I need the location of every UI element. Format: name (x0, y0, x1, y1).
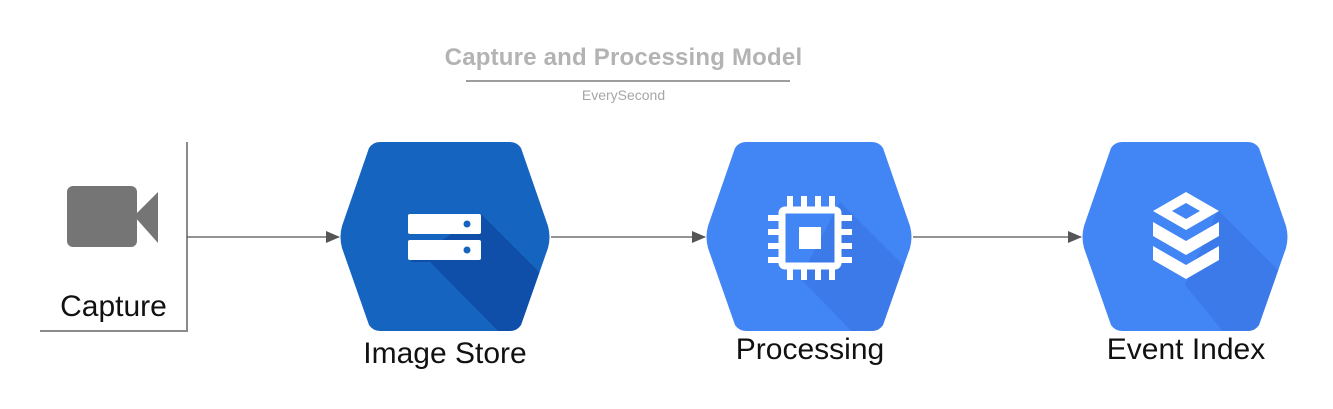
storage-icon (408, 214, 481, 260)
processing-node (706, 142, 912, 331)
cpu-chip-icon (768, 196, 852, 280)
title-underline (466, 80, 790, 82)
event-index-node (1082, 142, 1288, 331)
diagram-title: Capture and Processing Model (444, 44, 803, 71)
capture-label: Capture (60, 290, 167, 323)
image-store-node (340, 142, 550, 331)
layered-database-icon (1153, 192, 1219, 279)
capture-node (40, 142, 188, 332)
image-store-label: Image Store (363, 337, 527, 370)
event-index-label: Event Index (1106, 333, 1266, 366)
video-camera-icon (67, 186, 158, 247)
diagram-subtitle: EverySecond (581, 87, 666, 103)
capture-frame (40, 142, 188, 332)
processing-label: Processing (735, 333, 885, 366)
